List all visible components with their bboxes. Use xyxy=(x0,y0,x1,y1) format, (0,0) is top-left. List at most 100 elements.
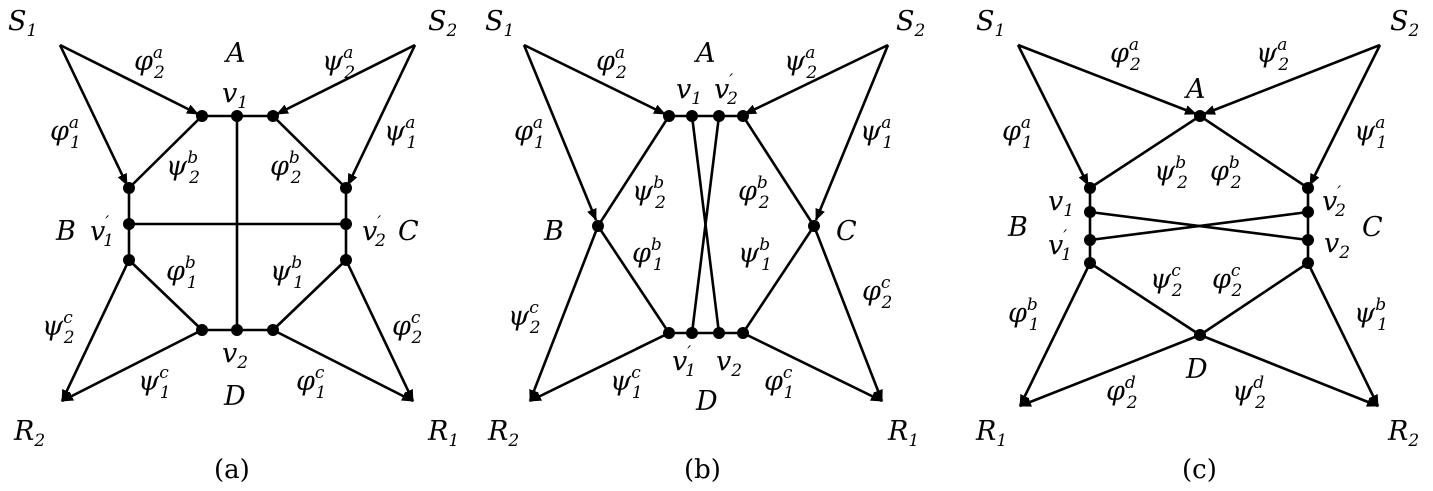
label-s2: S2 xyxy=(1390,6,1419,41)
edge-b-to-r2 xyxy=(60,259,131,402)
node-v1 xyxy=(1084,206,1096,218)
label-b: B xyxy=(55,216,76,247)
label-v1: v1 xyxy=(676,74,702,109)
node xyxy=(1084,257,1096,269)
edge-d-to-r2 xyxy=(1199,333,1379,408)
node-v1 xyxy=(686,110,698,122)
node-d xyxy=(1194,329,1206,341)
node-v1p xyxy=(1084,234,1096,246)
node-v2p xyxy=(340,218,352,230)
node xyxy=(663,327,675,339)
node-b xyxy=(592,220,604,232)
node xyxy=(267,324,279,336)
node-a xyxy=(1194,110,1206,122)
edge-b-d xyxy=(1089,261,1201,337)
node xyxy=(340,182,352,194)
label-c: C xyxy=(1362,212,1383,243)
edge-b-to-r2 xyxy=(528,225,600,402)
label-v2: v2 xyxy=(716,346,742,381)
edge-c-d xyxy=(741,225,816,334)
edge-c-to-r1 xyxy=(812,225,884,402)
node xyxy=(1302,182,1314,194)
label-b: B xyxy=(1007,212,1028,243)
edge-d-to-r2 xyxy=(529,331,670,403)
label-r2: R2 xyxy=(13,416,45,451)
node-v2 xyxy=(713,327,725,339)
caption-c: (c) xyxy=(1182,455,1217,485)
edge-d-to-r2 xyxy=(61,328,203,403)
label-v2: v2 xyxy=(222,338,248,373)
edge-s1-to-a xyxy=(523,43,666,116)
edge-a-c xyxy=(272,115,347,189)
label-v1: v1 xyxy=(222,78,248,113)
edge-a-b xyxy=(596,115,671,227)
label-r1: R1 xyxy=(887,416,919,451)
edge-v2p-v1p xyxy=(690,115,721,334)
label-d: D xyxy=(223,381,246,412)
node-v2 xyxy=(231,324,243,336)
edge-b-to-r1 xyxy=(1018,262,1092,407)
label-v1: v1 xyxy=(1048,186,1074,221)
label-r2: R2 xyxy=(1387,416,1419,451)
edge-s1-to-a xyxy=(59,43,199,116)
edge-b-d xyxy=(128,259,203,331)
edge-s2-to-c xyxy=(346,44,417,186)
edge-c-to-r1 xyxy=(344,259,415,402)
node xyxy=(123,182,135,194)
edge-c-to-r2 xyxy=(1306,262,1380,407)
node xyxy=(196,324,208,336)
node-v2p xyxy=(1302,206,1314,218)
edge-s1-to-b xyxy=(522,44,598,221)
edge-c-d xyxy=(1199,261,1309,337)
label-d: D xyxy=(695,386,718,417)
edge-d-to-r1 xyxy=(272,328,414,403)
edge-s1-to-b xyxy=(1016,44,1090,186)
label-v1p: v′1 xyxy=(1048,227,1072,265)
label-v2p: v′2 xyxy=(714,71,738,109)
label-c: C xyxy=(398,216,419,247)
label-v2p: v′2 xyxy=(362,213,386,251)
label-c: C xyxy=(836,216,857,247)
edge-d-to-r1 xyxy=(1019,333,1201,408)
label-v1p: v′1 xyxy=(90,213,114,251)
label-s2: S2 xyxy=(896,6,925,41)
node-v1p xyxy=(686,327,698,339)
edge-v1p-v2p xyxy=(1089,210,1309,242)
label-a: A xyxy=(1183,74,1206,105)
edge-a-c xyxy=(1199,114,1309,190)
node xyxy=(737,110,749,122)
node xyxy=(1302,257,1314,269)
label-b: B xyxy=(543,216,564,247)
label-a: A xyxy=(223,38,246,69)
label-a: A xyxy=(693,38,716,69)
label-r1: R1 xyxy=(427,416,459,451)
edge-s1-to-b xyxy=(58,44,129,186)
label-v2: v2 xyxy=(1324,228,1350,263)
node xyxy=(1084,182,1096,194)
edge-s2-to-a xyxy=(1203,43,1381,116)
label-r2: R2 xyxy=(487,416,519,451)
